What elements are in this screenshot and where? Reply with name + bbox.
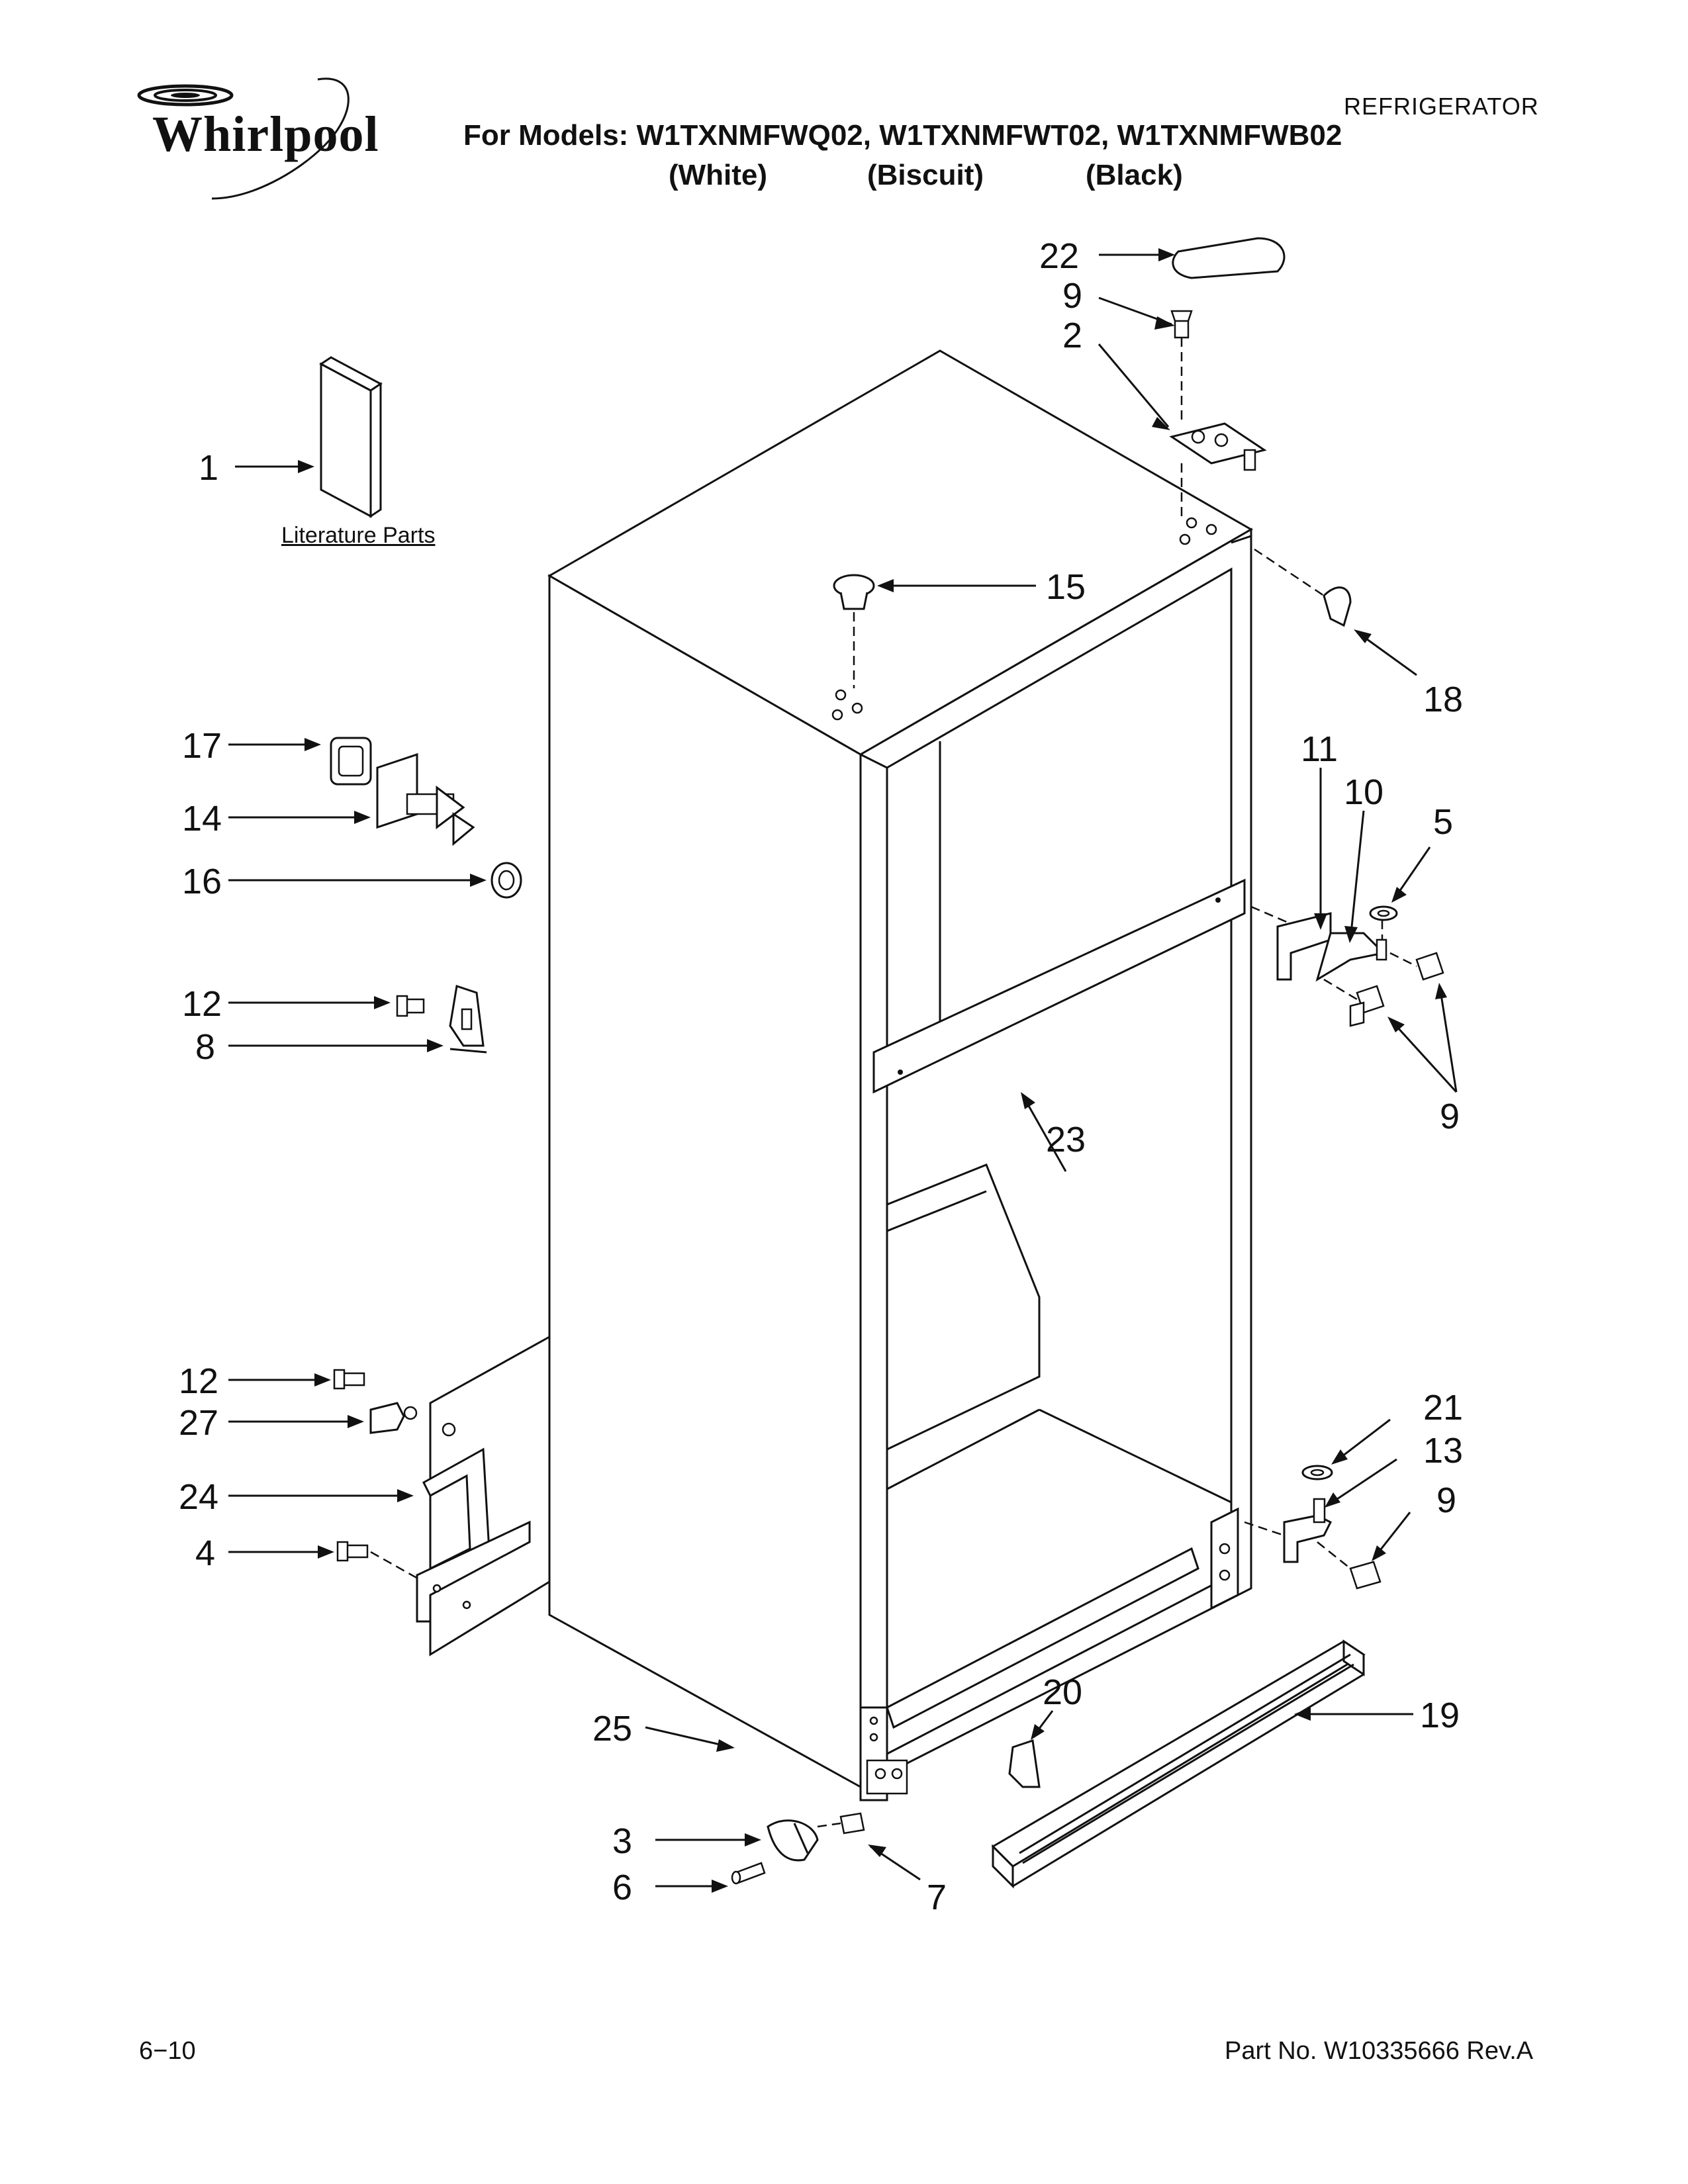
callout-11: 11 — [1301, 729, 1338, 769]
models-line: For Models: W1TXNMFWQ02, W1TXNMFWT02, W1… — [463, 119, 1342, 152]
callout-14: 14 — [182, 799, 222, 839]
part-bottom-hinge — [1244, 1465, 1382, 1590]
callout-16: 16 — [182, 862, 222, 901]
callout-2: 2 — [1062, 316, 1082, 355]
callout-15: 15 — [1046, 567, 1086, 607]
callout-labels: 22 9 2 1 15 18 17 14 16 11 10 5 12 8 9 2… — [179, 236, 1463, 1917]
callout-6: 6 — [612, 1868, 632, 1907]
callout-10: 10 — [1344, 772, 1383, 812]
leader-lines — [228, 248, 1458, 1893]
callout-17: 17 — [182, 726, 222, 766]
callout-19: 19 — [1420, 1696, 1460, 1735]
callout-5: 5 — [1433, 802, 1453, 842]
literature-parts-label: Literature Parts — [281, 523, 436, 548]
part-base-grille — [991, 1639, 1366, 1889]
callout-9-bottom: 9 — [1436, 1480, 1456, 1520]
callout-9-top: 9 — [1062, 276, 1082, 316]
callout-12-upper: 12 — [182, 984, 222, 1024]
callout-18: 18 — [1423, 680, 1463, 719]
variant-white: (White) — [669, 159, 768, 191]
part-hinge-cover — [1172, 237, 1286, 279]
part-plug-button — [833, 574, 875, 688]
callout-27: 27 — [179, 1403, 218, 1443]
part-leveling-leg — [731, 1812, 865, 1885]
part-middle-hinge — [1250, 905, 1444, 1027]
part-door-stop — [330, 737, 522, 899]
callout-12-lower: 12 — [179, 1361, 218, 1401]
callout-20: 20 — [1043, 1672, 1082, 1712]
callout-13: 13 — [1423, 1431, 1463, 1471]
part-lower-left-bracket — [333, 1336, 550, 1657]
callout-23: 23 — [1046, 1120, 1086, 1160]
part-top-hinge — [1169, 310, 1267, 516]
part-literature — [319, 356, 383, 518]
part-grille-clip — [1008, 1739, 1041, 1788]
callout-3: 3 — [612, 1821, 632, 1861]
whirlpool-logo: Whirlpool — [132, 73, 397, 205]
footer-part-number: Part No. W10335666 Rev.A — [1225, 2037, 1534, 2065]
variant-biscuit: (Biscuit) — [867, 159, 984, 191]
callout-24: 24 — [179, 1477, 218, 1517]
footer-date: 6−10 — [139, 2037, 196, 2065]
category-label: REFRIGERATOR — [1344, 93, 1539, 120]
cabinet — [547, 349, 1254, 1801]
callout-9-middle: 9 — [1440, 1097, 1460, 1136]
part-clip — [1254, 548, 1352, 627]
callout-8: 8 — [195, 1027, 215, 1067]
logo-swirl-icon — [137, 77, 350, 200]
variant-black: (Black) — [1086, 159, 1183, 191]
callout-21: 21 — [1423, 1388, 1463, 1428]
part-side-clip — [396, 985, 487, 1054]
callout-1: 1 — [199, 448, 218, 488]
callout-4: 4 — [195, 1533, 215, 1573]
brand-name: Whirlpool — [152, 107, 379, 162]
callout-7: 7 — [927, 1878, 947, 1917]
callout-25: 25 — [592, 1709, 632, 1749]
callout-22: 22 — [1039, 236, 1079, 276]
